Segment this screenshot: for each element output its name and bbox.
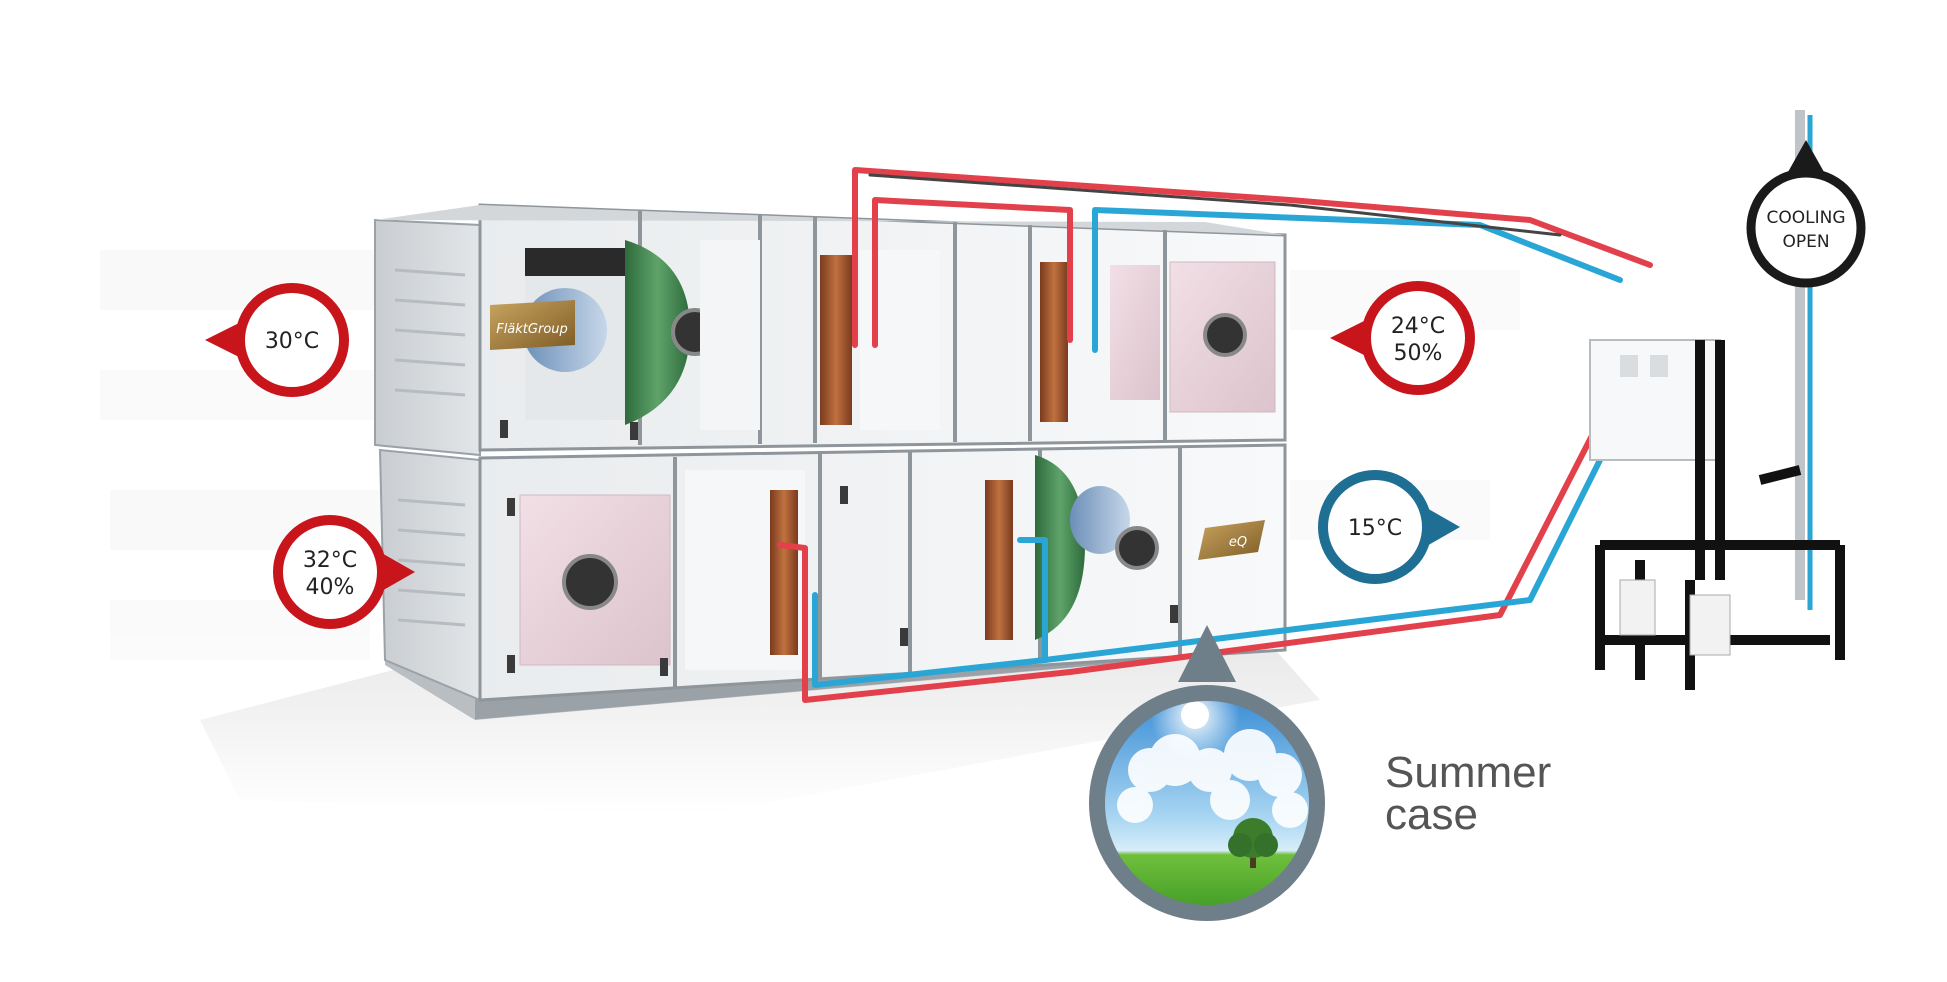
return-humidity-text: 50% xyxy=(1394,341,1443,366)
supply-temp-text: 15°C xyxy=(1348,516,1402,541)
cooling-label: COOLING xyxy=(1766,208,1845,228)
air-handling-unit: FläktGroup eQ xyxy=(374,203,1287,720)
outdoor-humidity-text: 40% xyxy=(306,575,355,600)
return-temp-text: 24°C xyxy=(1391,314,1445,339)
pump-station-icon xyxy=(1589,110,1845,690)
cloud-icon xyxy=(1117,729,1308,828)
outdoor-temp-text: 32°C xyxy=(303,548,357,573)
cooling-state: OPEN xyxy=(1782,232,1829,252)
flaktgroup-logo: FläktGroup xyxy=(496,322,568,337)
exhaust-temp-bubble: 30°C xyxy=(205,283,349,397)
eq-logo: eQ xyxy=(1229,535,1247,550)
supply-air-bubble: 15°C xyxy=(1318,470,1460,584)
summer-case-label: Summer case xyxy=(1385,748,1552,839)
summer-case-line2: case xyxy=(1385,790,1478,839)
summer-case-line1: Summer xyxy=(1385,748,1552,797)
outdoor-air-bubble: 32°C 40% xyxy=(273,515,415,629)
summer-case-bubble xyxy=(1089,625,1325,921)
exhaust-temp-text: 30°C xyxy=(265,329,319,354)
eq-logo-plate xyxy=(1198,520,1265,560)
flaktgroup-logo-plate xyxy=(490,300,575,350)
tree-icon xyxy=(1228,818,1278,868)
cooling-valve-bubble: COOLING OPEN xyxy=(1746,140,1866,288)
return-air-bubble: 24°C 50% xyxy=(1330,281,1475,395)
pipe-loop-icon xyxy=(777,167,1653,703)
